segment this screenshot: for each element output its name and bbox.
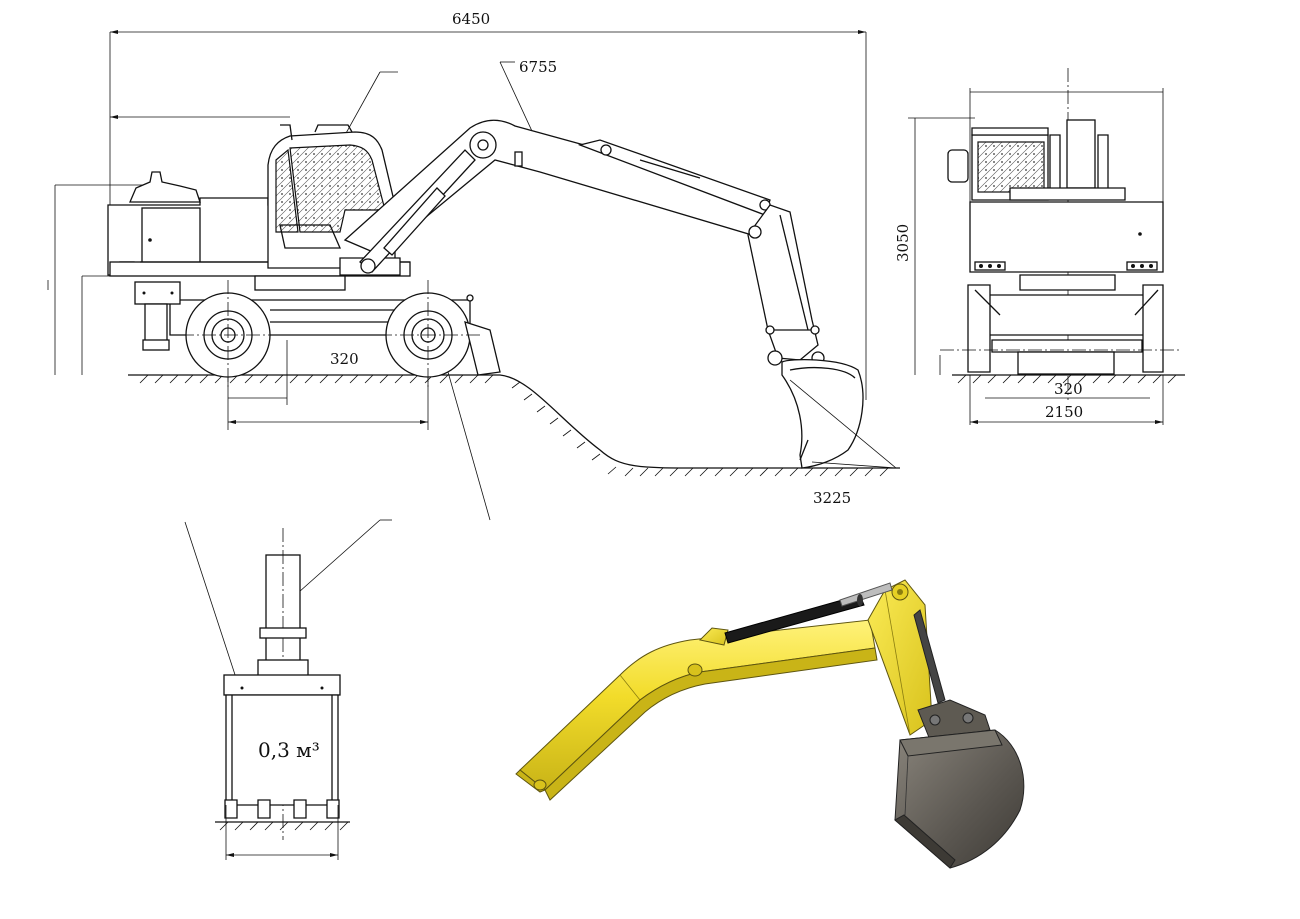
side-boom	[343, 119, 825, 366]
bucket-teeth	[224, 799, 340, 819]
tail-lights-right-icon	[1126, 261, 1158, 271]
side-clearance-label: 320	[330, 350, 359, 368]
bucket-front-view: 0,3 м³	[184, 519, 392, 860]
bucket-capacity-label: 0,3 м³	[258, 738, 320, 762]
dig-depth-label: 3225	[813, 489, 851, 507]
undercarriage	[134, 275, 501, 390]
ground-profile	[128, 374, 900, 477]
side-view: 6450 6755	[47, 10, 900, 521]
front-clearance-label: 320	[1054, 380, 1083, 398]
overall-length-label: 6450	[452, 10, 490, 28]
side-bucket: 3225	[781, 358, 897, 507]
reach-label: 6755	[519, 58, 557, 76]
dimension-height: 3050	[894, 117, 975, 375]
bucket-3d	[894, 729, 1025, 869]
boom-3d-render	[515, 579, 1025, 869]
height-label: 3050	[894, 224, 912, 262]
dimension-overall-length: 6450	[109, 10, 867, 400]
upper-body	[107, 124, 411, 277]
hydraulic-cylinder	[724, 582, 893, 644]
width-label: 2150	[1045, 403, 1083, 421]
front-view: 3050	[894, 68, 1185, 425]
tail-lights-left-icon	[974, 261, 1006, 271]
